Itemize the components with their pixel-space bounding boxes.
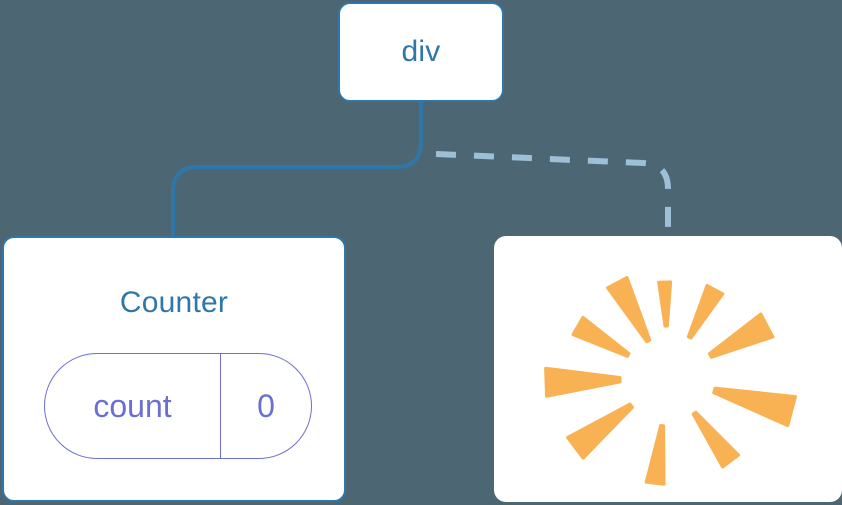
prop-chip-count[interactable]: count 0	[44, 353, 312, 459]
node-counter[interactable]: Counter count 0	[2, 236, 346, 502]
node-div-label: div	[401, 35, 441, 68]
node-highlight[interactable]	[494, 236, 842, 502]
burst-ray-10	[686, 283, 725, 340]
burst-ray-3	[571, 315, 631, 358]
burst-ray-2	[657, 280, 673, 328]
node-counter-title: Counter	[119, 286, 229, 319]
burst-ray-5	[566, 402, 635, 460]
burst-ray-6	[644, 423, 666, 486]
prop-chip-key: count	[45, 354, 221, 458]
burst-ray-9	[707, 312, 775, 359]
burst-ray-8	[712, 386, 798, 428]
node-div[interactable]: div	[338, 2, 504, 102]
edge-div-to-highlight	[435, 151, 671, 236]
burst-ray-1	[606, 275, 652, 344]
prop-chip-value: 0	[221, 354, 311, 458]
prop-value-label: 0	[257, 388, 275, 424]
sparkle-burst-icon	[544, 275, 798, 486]
burst-ray-7	[691, 410, 741, 469]
prop-key-label: count	[93, 388, 172, 424]
edge-div-to-counter	[171, 100, 423, 238]
burst-ray-4	[544, 366, 622, 398]
